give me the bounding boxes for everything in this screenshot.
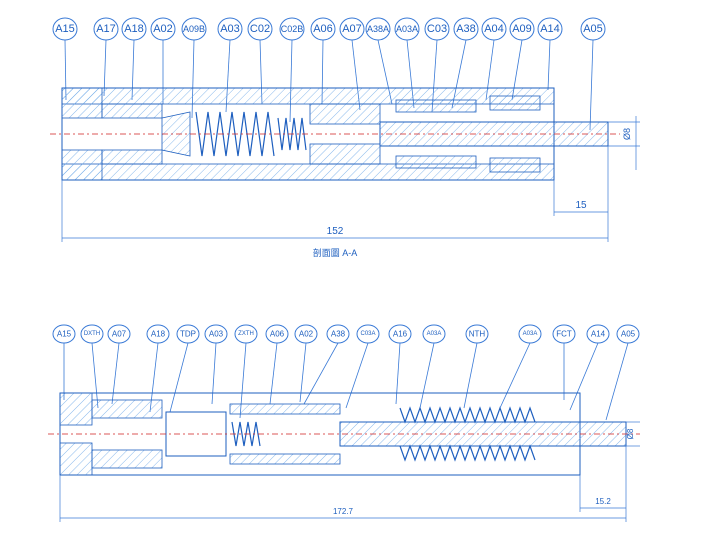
- leader-line: [211, 342, 217, 405]
- v2-spring-main-lower: [399, 444, 536, 462]
- v1-section-caption: 剖面圖 A-A: [313, 247, 358, 258]
- balloon-label: A07: [112, 330, 127, 339]
- balloon-label: A15: [55, 23, 75, 35]
- balloon-label: A07: [342, 23, 362, 35]
- v2-diameter: Ø8: [626, 428, 635, 439]
- balloon-label: A14: [591, 330, 606, 339]
- v1-cavity-wall-upper: [101, 103, 163, 119]
- balloon-label: FCT: [556, 330, 572, 339]
- leader-line: [605, 342, 629, 421]
- leader-line: [499, 342, 531, 409]
- view2-body: [48, 392, 640, 476]
- balloon-label: A02: [299, 330, 314, 339]
- balloon-label: A02: [153, 23, 173, 35]
- balloon-label: DXTH: [84, 331, 100, 337]
- v1-nut-lower: [489, 157, 541, 173]
- v1-diameter: Ø8: [622, 128, 632, 140]
- v2-dim-short: 15.2: [595, 497, 611, 506]
- balloon-label: A14: [540, 23, 560, 35]
- view1-dimensions: 152 15 Ø8 剖面圖 A-A: [61, 116, 640, 258]
- balloon-label: A15: [57, 330, 72, 339]
- v1-left-cap-upper: [61, 87, 103, 119]
- external-view: A15 DXTH A07 A18 TDP A03 ZXTH A06 A02 A38 C03A A16 A…: [48, 324, 640, 522]
- balloon-label: A03A: [427, 331, 442, 337]
- v1-seal-upper: [395, 99, 477, 113]
- balloon-label: A09: [512, 23, 532, 35]
- view1-body: [50, 87, 620, 181]
- balloon-label: A06: [313, 23, 333, 35]
- balloon-label: TDP: [180, 330, 196, 339]
- leader-line: [569, 342, 599, 411]
- balloon-label: C03: [427, 23, 447, 35]
- v2-spring-main: [399, 406, 536, 424]
- balloon-label: A03A: [396, 24, 418, 34]
- v2-sleeve-lower: [91, 449, 163, 469]
- leader-line: [111, 342, 120, 405]
- leader-line: [589, 39, 594, 131]
- balloon-label: C02B: [281, 24, 304, 34]
- leader-line: [269, 342, 278, 405]
- v2-left-cap-upper: [59, 392, 93, 426]
- v1-outer-lower: [61, 163, 555, 181]
- v1-seal-lower: [395, 155, 477, 169]
- balloon-label: A03: [220, 23, 240, 35]
- section-view-a-a: A15 A17 A18 A02 A09B A03 C02 C02B A06 A07 A38A A03A…: [50, 17, 640, 258]
- balloon-label: A09B: [183, 24, 205, 34]
- leader-line: [345, 342, 369, 409]
- v1-rod-outline: [379, 121, 609, 147]
- balloon-label: A05: [583, 23, 603, 35]
- balloon-label: A38A: [367, 24, 389, 34]
- v2-left-cap-lower: [59, 442, 93, 476]
- v2-sleeve-upper: [91, 399, 163, 419]
- leader-line: [299, 342, 307, 403]
- v1-outer-upper: [61, 87, 555, 105]
- balloon-label: A18: [151, 330, 166, 339]
- leader-line: [419, 342, 435, 409]
- view2-balloon-row: A15 DXTH A07 A18 TDP A03 ZXTH A06 A02 A38 C03A A16 A…: [52, 324, 640, 344]
- leader-line: [289, 39, 293, 123]
- v1-piston-upper: [309, 103, 381, 125]
- leader-line: [191, 39, 195, 119]
- v1-piston-lower: [309, 143, 381, 165]
- leader-line: [91, 342, 99, 409]
- balloon-label: A04: [484, 23, 504, 35]
- view2-dimensions: 172.7 15.2 Ø8: [59, 421, 640, 522]
- v2-dim-total: 172.7: [333, 507, 354, 516]
- leader-line: [103, 39, 107, 97]
- leader-line: [395, 342, 401, 405]
- balloon-label: C03A: [360, 331, 375, 337]
- v1-nut-upper: [489, 95, 541, 111]
- v1-dim-short: 15: [575, 200, 587, 211]
- v1-dim-total: 152: [327, 226, 344, 237]
- leader-line: [303, 342, 339, 405]
- balloon-label: A03: [209, 330, 224, 339]
- v1-cavity-wall-lower: [101, 149, 163, 165]
- balloon-label: NTH: [469, 330, 486, 339]
- leader-line: [547, 39, 551, 91]
- balloon-label: A06: [270, 330, 285, 339]
- leader-line: [463, 342, 478, 409]
- balloon-label: A38: [331, 330, 346, 339]
- balloon-label: C02: [250, 23, 270, 35]
- balloon-label: ZXTH: [238, 331, 254, 337]
- leader-line: [169, 342, 189, 413]
- balloon-label: A17: [96, 23, 116, 35]
- balloon-label: A16: [393, 330, 408, 339]
- v2-mid-upper: [229, 403, 341, 415]
- view1-balloon-row: A15 A17 A18 A02 A09B A03 C02 C02B A06 A07 A38A A03A…: [52, 17, 606, 41]
- balloon-label: A03A: [523, 331, 538, 337]
- v1-left-cap-lower: [61, 149, 103, 181]
- balloon-label: A38: [456, 23, 476, 35]
- balloon-label: A18: [124, 23, 144, 35]
- balloon-label: A05: [621, 330, 636, 339]
- v2-mid-lower: [229, 453, 341, 465]
